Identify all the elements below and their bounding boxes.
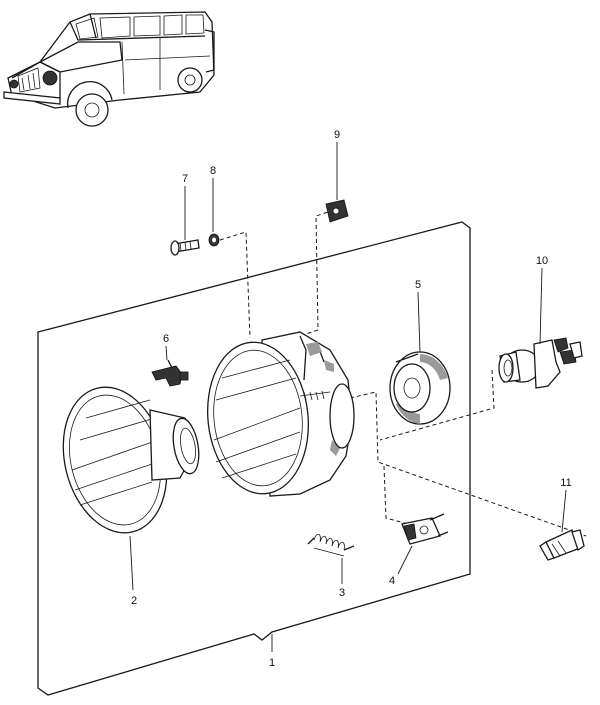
callout-5: 5 bbox=[415, 279, 421, 291]
callout-9: 9 bbox=[334, 129, 340, 141]
part-4-bulb-socket bbox=[401, 513, 449, 545]
part-11-parking-bulb bbox=[539, 529, 585, 561]
headlamp-housing bbox=[206, 331, 355, 497]
callout-2: 2 bbox=[131, 595, 137, 607]
part-6-retaining-clip bbox=[151, 359, 189, 387]
callout-leaders bbox=[129, 142, 567, 652]
vehicle-illustration bbox=[3, 11, 215, 127]
part-10-main-bulb bbox=[498, 337, 583, 389]
part-5-reflector-ring bbox=[389, 351, 451, 425]
part-9-bracket-nut bbox=[325, 199, 349, 223]
callout-labels: 1 2 3 4 5 6 7 8 9 10 11 bbox=[131, 129, 572, 669]
part-8-washer bbox=[208, 233, 220, 247]
callout-8: 8 bbox=[210, 165, 216, 177]
part-7-screw bbox=[170, 239, 200, 256]
callout-10: 10 bbox=[536, 255, 548, 267]
callout-1: 1 bbox=[269, 657, 275, 669]
callout-7: 7 bbox=[182, 173, 188, 185]
callout-6: 6 bbox=[163, 333, 169, 345]
part-2-lens-unit bbox=[62, 386, 200, 534]
assembly-outline bbox=[37, 221, 471, 696]
reference-lines bbox=[219, 209, 587, 537]
callout-3: 3 bbox=[339, 587, 345, 599]
callout-11: 11 bbox=[560, 477, 571, 489]
callout-4: 4 bbox=[389, 575, 395, 587]
part-3-spring bbox=[307, 533, 355, 557]
